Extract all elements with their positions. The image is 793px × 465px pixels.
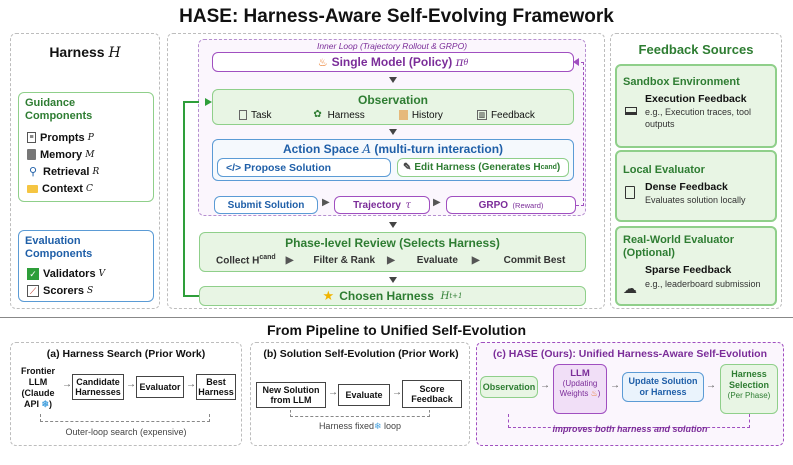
inner-loop-label: Inner Loop (Trajectory Rollout & GRPO) <box>316 41 468 51</box>
snowflake-icon: ❄ <box>41 399 50 409</box>
bottom-title: From Pipeline to Unified Self-Evolution <box>266 322 526 338</box>
real-world-evaluator-box: Real-World Evaluator (Optional) ☁ Sparse… <box>615 226 777 306</box>
obs-harness: Harness <box>327 109 365 121</box>
cloud-icon: ☁ <box>623 280 637 296</box>
hase-observation-node: Observation <box>480 376 538 398</box>
review-step-collect: Collect Hcand <box>216 254 276 267</box>
arrow-review-chosen <box>389 277 397 283</box>
obs-history: History <box>411 109 443 121</box>
candidate-harnesses-node: Candidate Harnesses <box>72 374 124 400</box>
review-step-evaluate: Evaluate <box>416 254 458 266</box>
chosen-loop-arrowhead <box>205 98 212 106</box>
pencil-icon: ✎ <box>403 162 412 173</box>
snowflake-icon: ❄ <box>373 421 382 431</box>
arrow-loop-review <box>389 222 397 228</box>
evaluation-components-box: Evaluation Components ✓ Validators V ⟋ S… <box>18 230 154 302</box>
obs-feedback: Feedback <box>490 109 535 121</box>
review-step-filter: Filter & Rank <box>313 254 376 266</box>
action-space-box: Action Space A (multi-turn interaction) … <box>212 139 574 181</box>
new-solution-node: New Solution from LLM <box>256 382 326 408</box>
sandbox-environment-box: Sandbox Environment Execution Feedback e… <box>615 64 777 148</box>
guidance-item-memory: Memory M <box>27 146 99 163</box>
phase-review-box: Phase-level Review (Selects Harness) Col… <box>199 232 586 272</box>
hase-title: (c) HASE (Ours): Unified Harness-Aware S… <box>492 348 767 360</box>
solution-evolution-title: (b) Solution Self-Evolution (Prior Work) <box>263 348 459 360</box>
memory-icon <box>27 149 36 160</box>
propose-solution-box: </> Propose Solution <box>217 158 391 177</box>
arrow-submit-trajectory: ▶ <box>322 197 330 208</box>
feedback-panel <box>610 33 782 309</box>
frontier-llm-node: Frontier LLM (Claude API ❄) <box>20 366 55 409</box>
evaluator-node: Evaluator <box>136 376 184 398</box>
folder-icon <box>27 184 38 193</box>
grpo-loop-line <box>576 62 584 206</box>
laptop-icon <box>625 107 637 115</box>
evaluation-item-scorers: ⟋ Scorers S <box>27 282 105 299</box>
chosen-loop-line <box>183 101 199 297</box>
arrow-policy-observation <box>389 77 397 83</box>
flame-icon: ♨ <box>317 56 328 69</box>
history-icon <box>398 110 408 120</box>
harness-panel <box>10 33 160 309</box>
chart-icon: ⟋ <box>27 284 39 297</box>
harness-fixed-loop-label: Harness fixed❄ loop <box>318 421 402 431</box>
solution-evolution-panel <box>250 342 470 446</box>
evaluation-item-validators: ✓ Validators V <box>27 265 105 282</box>
action-space-title: Action Space A (multi-turn interaction) <box>282 142 504 156</box>
magnifier-icon: ⚲ <box>28 165 38 178</box>
page-title: HASE: Harness-Aware Self-Evolving Framew… <box>179 6 614 27</box>
score-feedback-node: Score Feedback <box>402 380 462 408</box>
clipboard-icon <box>625 186 635 199</box>
trajectory-box: Trajectory τ <box>334 196 430 214</box>
guidance-item-retrieval: ⚲ Retrieval R <box>28 165 100 178</box>
arrow-observation-action <box>389 129 397 135</box>
outer-loop-line <box>40 414 210 422</box>
grpo-loop-arrowhead <box>573 58 579 66</box>
harness-fixed-loop-line <box>290 410 430 417</box>
harness-icon: ✿ <box>313 109 322 120</box>
best-harness-node: Best Harness <box>196 374 236 400</box>
center-panel <box>167 33 605 309</box>
evaluation-title: Evaluation Components <box>25 235 93 260</box>
checkmark-icon: ✓ <box>27 267 39 280</box>
observation-box: Observation Task ✿ Harness History ▥ Fee… <box>212 89 574 125</box>
feedback-title: Feedback Sources <box>638 42 754 57</box>
flame-icon: ♨ <box>590 389 598 398</box>
hase-loop-label: improves both harness and solution <box>552 424 708 434</box>
guidance-components-box: Guidance Components ≡ Prompts P Memory M… <box>18 92 154 202</box>
feedback-chart-icon: ▥ <box>476 110 487 120</box>
outer-loop-label: Outer-loop search (expensive) <box>65 427 187 437</box>
hase-llm-node: LLM (Updating Weights ♨) <box>553 364 607 414</box>
grpo-box: GRPO (Reward) <box>446 196 576 214</box>
task-icon <box>239 110 247 120</box>
hase-loop-line <box>508 414 750 428</box>
guidance-title: Guidance Components <box>25 97 93 122</box>
hase-update-node: Update Solution or Harness <box>622 372 704 402</box>
obs-task: Task <box>251 109 272 121</box>
harness-title: Harness H <box>49 44 121 61</box>
hase-selection-node: Harness Selection (Per Phase) <box>720 364 778 414</box>
harness-search-panel <box>10 342 242 446</box>
star-icon: ★ <box>322 288 335 303</box>
arrow-trajectory-grpo: ▶ <box>433 197 441 208</box>
guidance-item-prompts: ≡ Prompts P <box>27 129 99 146</box>
local-evaluator-box: Local Evaluator Dense Feedback Evaluates… <box>615 150 777 222</box>
section-divider <box>0 317 793 318</box>
document-icon: ≡ <box>27 132 36 143</box>
guidance-item-context: Context C <box>27 180 99 197</box>
evaluate-node: Evaluate <box>338 384 390 406</box>
submit-solution-box: Submit Solution <box>214 196 318 214</box>
observation-title: Observation <box>357 93 429 107</box>
harness-search-title: (a) Harness Search (Prior Work) <box>46 348 206 360</box>
review-step-commit: Commit Best <box>503 254 566 266</box>
